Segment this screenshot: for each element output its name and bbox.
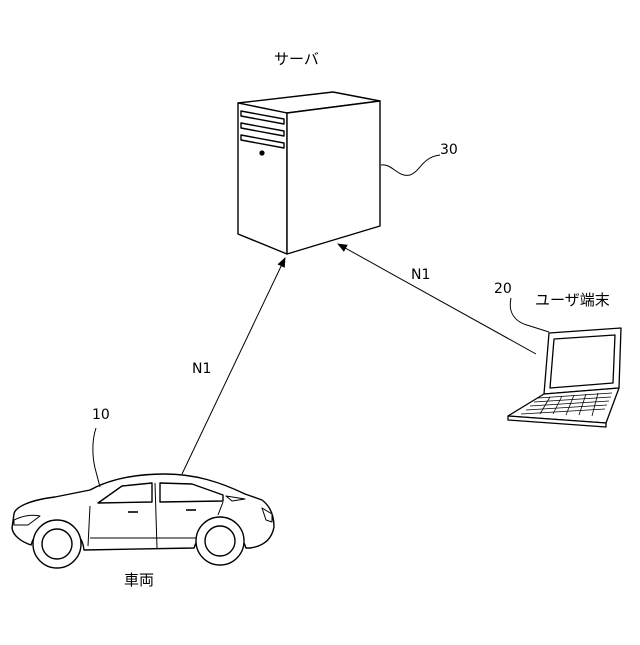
terminal-to-server-arrow xyxy=(338,244,536,354)
vehicle-label: 車両 xyxy=(124,573,154,588)
user-terminal-label: ユーザ端末 xyxy=(535,293,610,308)
laptop-icon xyxy=(508,328,621,427)
vehicle-network-label: N1 xyxy=(192,362,211,376)
server-ref-leader xyxy=(381,155,440,175)
terminal-network-label: N1 xyxy=(411,268,430,282)
server-ref-number: 30 xyxy=(440,143,458,157)
server-label: サーバ xyxy=(274,52,319,67)
terminal-ref-number: 20 xyxy=(494,282,512,296)
vehicle-ref-number: 10 xyxy=(92,408,110,422)
vehicle-ref-leader xyxy=(93,428,100,487)
server-icon xyxy=(238,92,380,254)
car-icon xyxy=(12,474,274,568)
